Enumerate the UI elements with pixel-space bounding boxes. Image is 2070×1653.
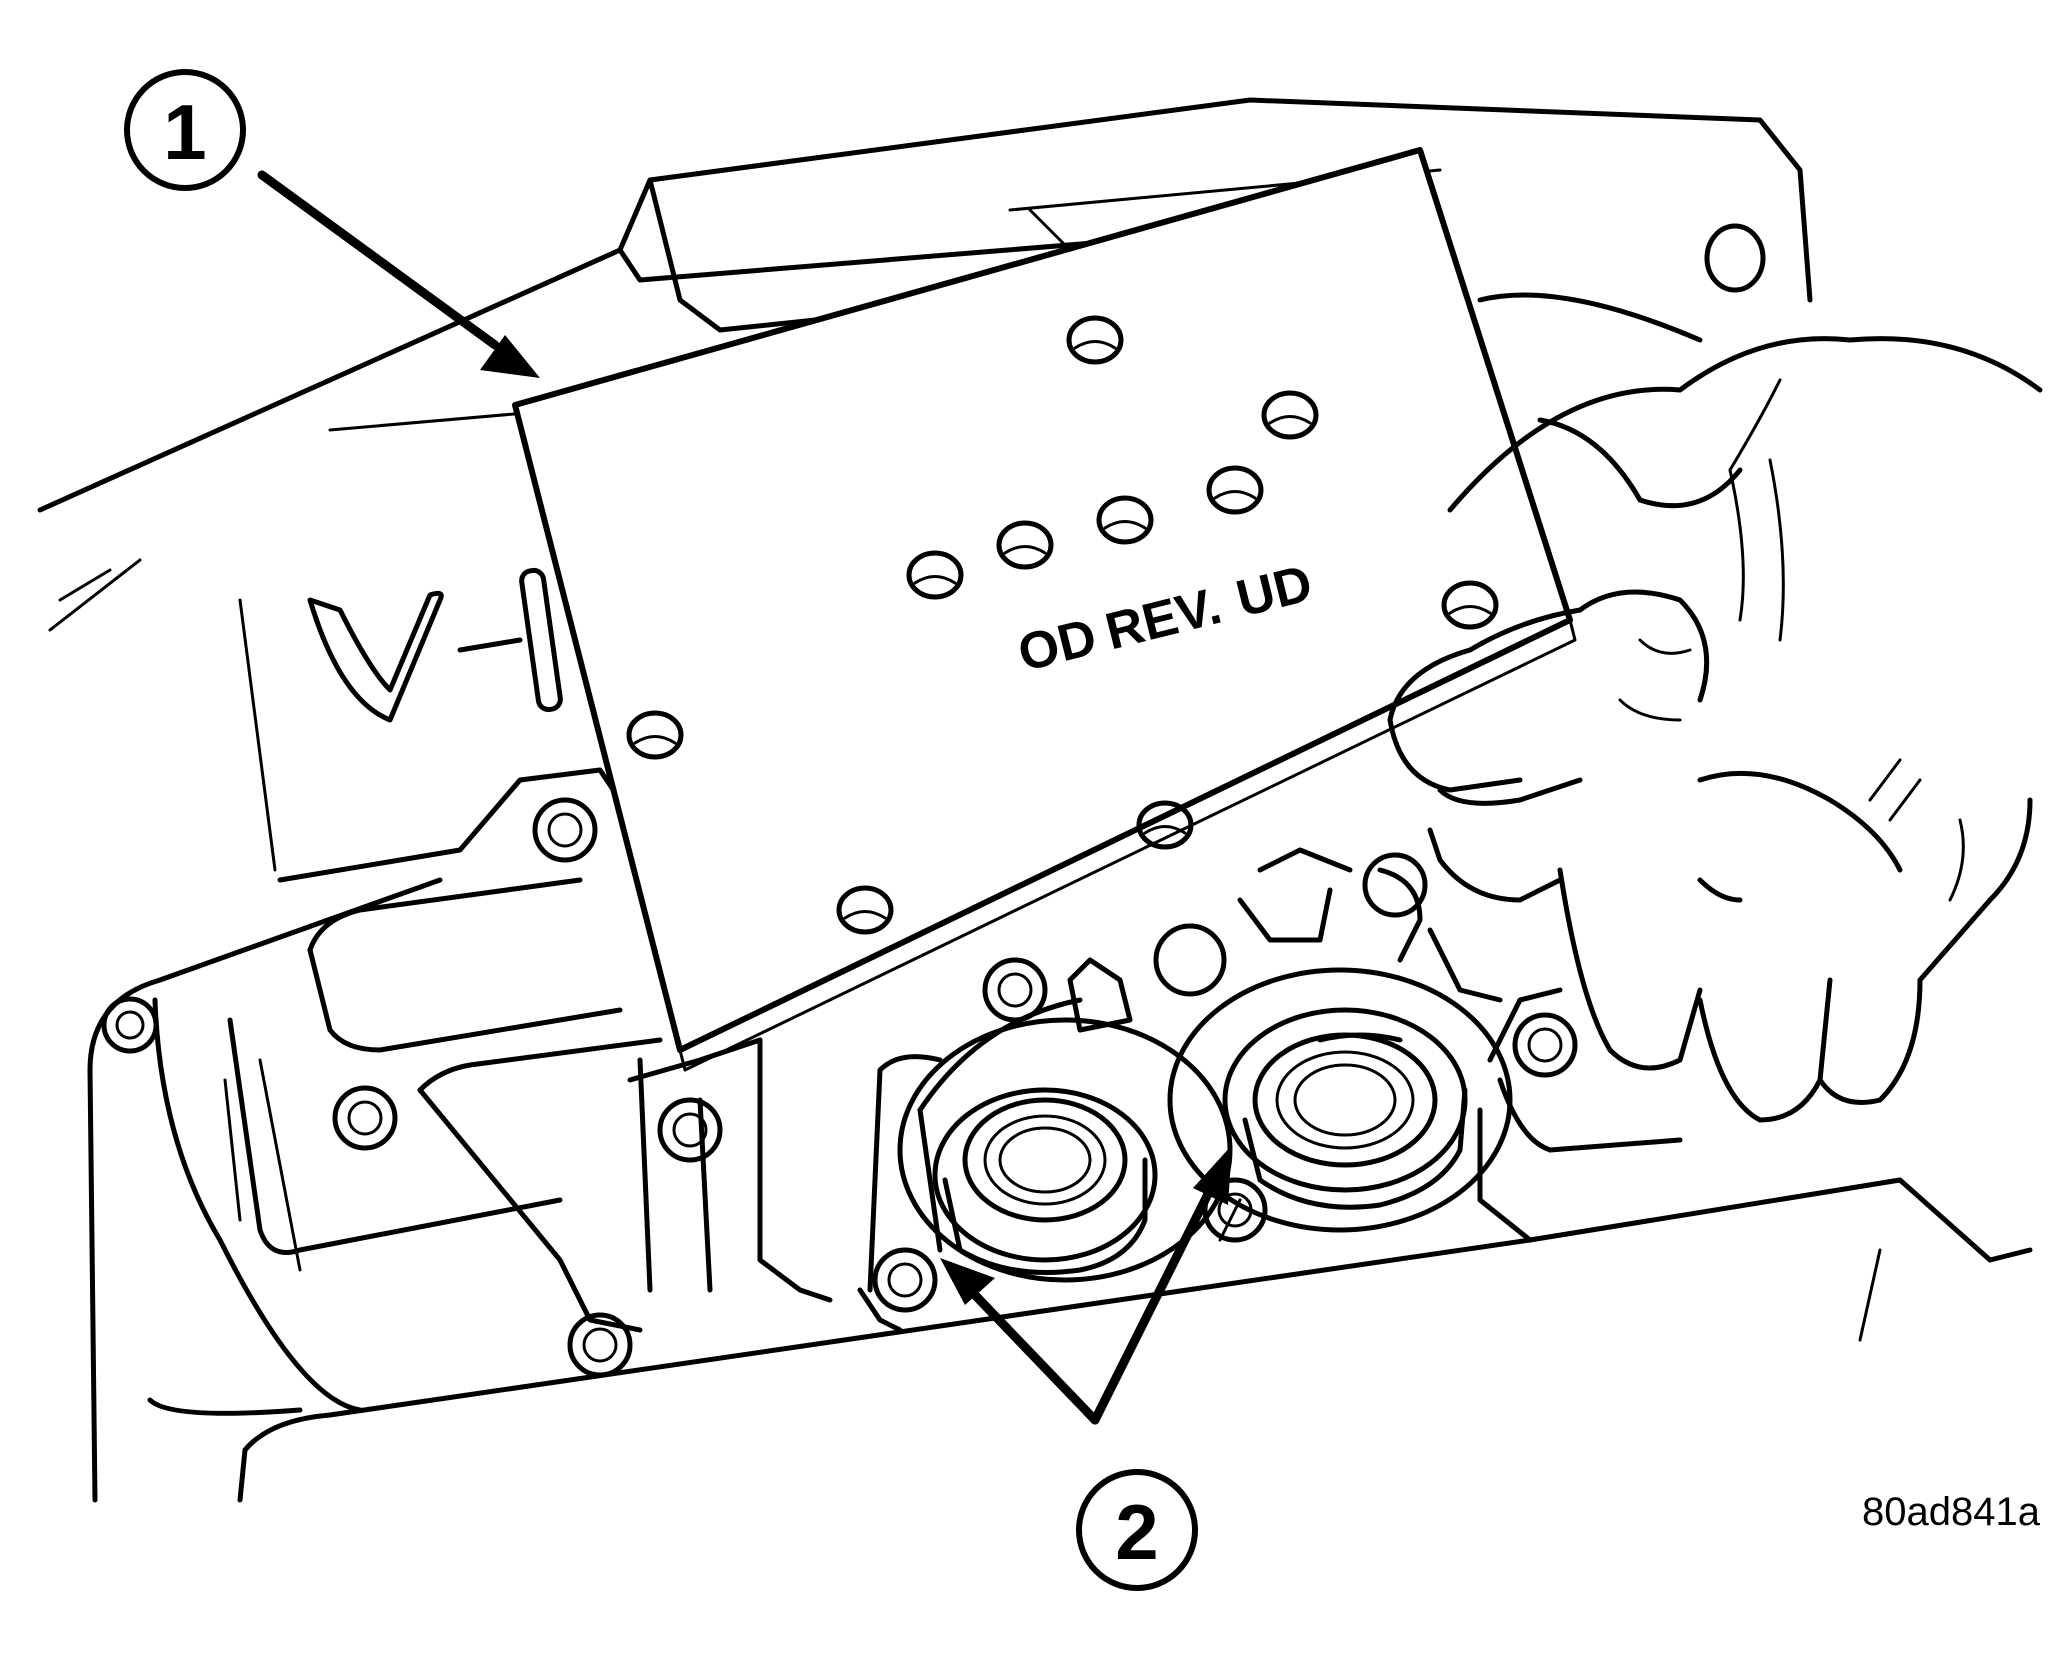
callout-2: 2 <box>940 1145 1232 1591</box>
figure-id: 80ad841a <box>1862 1490 2041 1534</box>
valve-body-bolt-holes <box>332 797 1578 1378</box>
plate-holes <box>626 315 1499 935</box>
case-bolt-hole <box>1704 223 1766 293</box>
transmission-case <box>37 97 2033 1503</box>
callout-1: 1 <box>124 69 540 378</box>
callout-2-number: 2 <box>1115 1488 1158 1576</box>
case-bolt <box>101 996 159 1054</box>
valve-body <box>227 767 1683 1378</box>
case-marking-graphic <box>307 567 563 723</box>
accumulator-plate: OD REV. UD <box>512 147 1577 1072</box>
callout-1-number: 1 <box>163 88 206 176</box>
hand <box>1387 336 2043 1123</box>
callout-2-circle <box>1076 1469 1198 1591</box>
seal-right <box>1167 967 1513 1233</box>
callout-1-circle <box>124 69 246 191</box>
